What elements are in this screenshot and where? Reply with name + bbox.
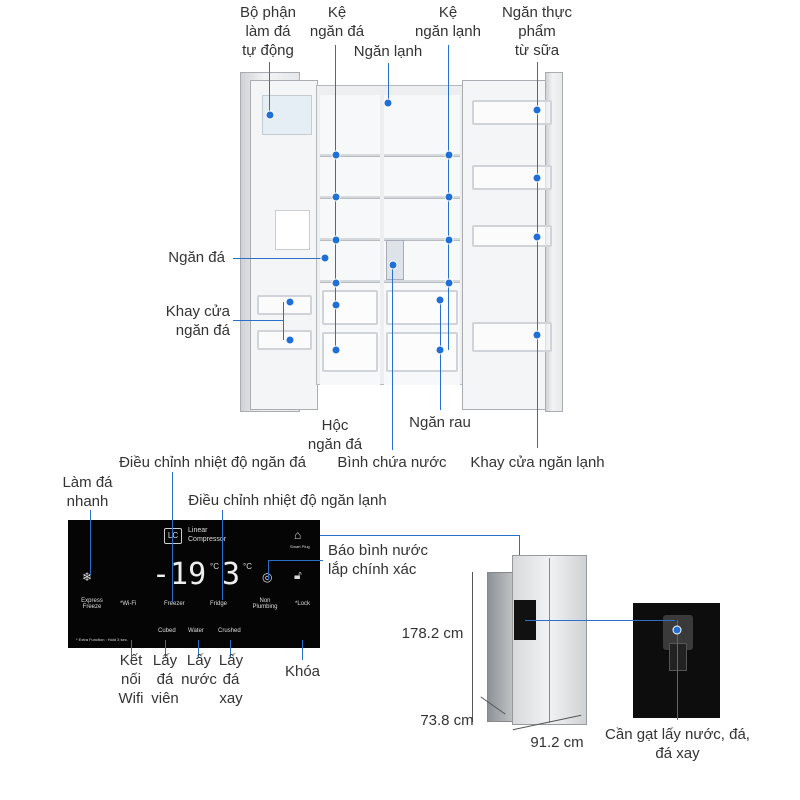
label-dispenser-lever: Cần gạt lấy nước, đá,đá xay (605, 726, 750, 762)
wifi-button[interactable]: *Wi-Fi (120, 601, 137, 607)
label-fridge-temp: Điều chỉnh nhiệt độ ngăn lạnh (188, 492, 387, 509)
smart-plug-text: Smart Plug (290, 544, 310, 549)
express-freeze-icon[interactable]: ❄ (82, 570, 93, 584)
label-water-tank: Bình chứa nước (337, 454, 447, 471)
label-freezer: Ngăn đá (168, 249, 225, 266)
label-fridge-door-tray: Khay cửa ngăn lạnh (470, 454, 605, 471)
extra-function-note: * Extra Function : Hold 3 sec. (76, 637, 128, 642)
label-lock: Khóa (284, 663, 321, 680)
lock-icon[interactable]: 🔓︎ (294, 568, 302, 582)
lock-button[interactable]: *Lock (295, 601, 311, 607)
smart-home-icon: ⌂ (294, 528, 302, 542)
cubed-button[interactable]: Cubed (158, 628, 176, 634)
non-plumbing-button[interactable]: Non Plumbing (252, 598, 278, 610)
fridge-temp-display: 3 (222, 557, 241, 592)
lc-logo: LC (164, 528, 182, 544)
water-button[interactable]: Water (188, 628, 204, 634)
label-vegetable: Ngăn rau (409, 414, 471, 431)
fridge-temp-unit: °C (243, 562, 252, 571)
fridge-button[interactable]: Fridge (210, 601, 228, 607)
dimension-height: 178.2 cm (401, 625, 464, 642)
freezer-button[interactable]: Freezer (164, 601, 185, 607)
dimension-depth: 73.8 cm (420, 712, 474, 729)
crushed-button[interactable]: Crushed (218, 628, 241, 634)
dimension-width: 91.2 cm (530, 734, 584, 751)
express-freeze-button[interactable]: Express Freeze (81, 598, 103, 610)
label-fridge-compartment: Ngăn lạnh (353, 43, 423, 60)
freezer-temp-unit: °C (210, 562, 219, 571)
non-plumbing-icon[interactable]: ◎ (262, 570, 272, 584)
freezer-temp-display: -19 (152, 557, 207, 592)
label-freezer-temp: Điều chỉnh nhiệt độ ngăn đá (119, 454, 306, 471)
